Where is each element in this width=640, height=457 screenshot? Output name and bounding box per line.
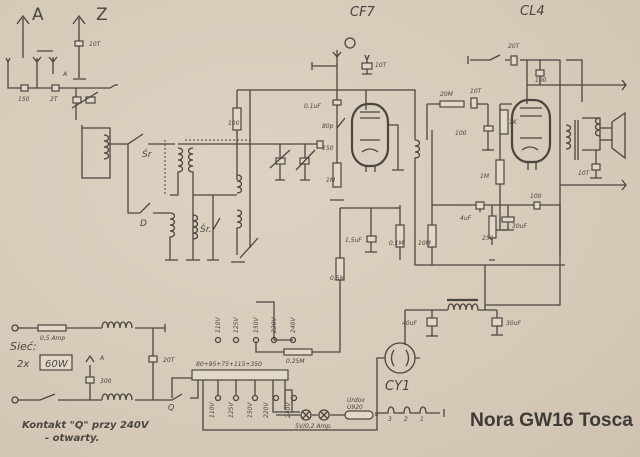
antenna-z-label: Z	[96, 5, 108, 25]
cap-label: 100	[535, 77, 547, 84]
cap-label: 80p	[322, 123, 334, 130]
urdox-type-label: U920	[347, 404, 363, 411]
filament-label: 2	[404, 416, 408, 423]
lower-voltage-taps: 110V 125V 150V 220V 240V	[209, 402, 292, 418]
antenna-section	[5, 14, 118, 120]
tube-cl4-label: CL4	[520, 4, 545, 19]
antenna-a-label: A	[32, 5, 44, 25]
cap-label: 30uF	[512, 223, 527, 230]
tap-label: 220V	[263, 402, 270, 418]
resistor-label: 0,5M	[330, 275, 346, 282]
cap-label: 10T	[578, 170, 591, 177]
tap-label: 150V	[247, 402, 254, 418]
tap-label: 110V	[215, 317, 222, 333]
cap-label: 150	[322, 145, 334, 152]
resistor-label: 1M	[326, 177, 336, 184]
resistor-label: 20M	[440, 91, 454, 98]
cap-label: 300	[100, 378, 112, 385]
tap-label: 240V	[285, 402, 292, 418]
cap-label: 10T	[375, 62, 388, 69]
cap-label: 1,5uF	[345, 237, 362, 244]
cap-label: 10T	[89, 41, 102, 48]
cap-label: 2T	[50, 96, 59, 103]
tap-label: 125V	[233, 317, 240, 333]
resistor-label: 250	[482, 235, 494, 242]
rectifier-section	[202, 265, 503, 431]
upper-voltage-taps: 110V 125V 150V 220V 240V	[215, 317, 297, 333]
resistor-label: 0,1M	[389, 240, 405, 247]
cap-label: 40uF	[402, 320, 417, 327]
tap-label: 220V	[271, 317, 278, 333]
tap-label: 125V	[228, 402, 235, 418]
contact-q-label: Q	[168, 403, 174, 412]
filament-label: 3	[388, 416, 392, 423]
cf7-stage	[237, 37, 416, 300]
cap-label: 30uF	[506, 320, 521, 327]
switch-label: Śr	[142, 148, 153, 160]
tap-chain-label: 80+95+75+115+350	[196, 361, 262, 368]
mark-label: A	[99, 355, 104, 362]
tap-label: 150V	[253, 317, 260, 333]
tap-label: 240V	[290, 317, 297, 333]
cap-label: 20T	[163, 357, 176, 364]
filament-label: 1	[420, 416, 424, 423]
tube-cf7-label: CF7	[350, 5, 376, 20]
model-title: Nora GW16 Tosca	[470, 410, 633, 431]
fuse-label: 0,5 Amp	[40, 335, 65, 342]
mains-label: Sieć:	[10, 340, 37, 353]
tap-label: 110V	[209, 402, 216, 418]
power-supply	[11, 300, 378, 421]
switch-label: D	[140, 219, 147, 229]
cap-label: 10T	[470, 88, 483, 95]
tube-cy1-label: CY1	[385, 379, 410, 394]
resistor-label: 0,25M	[286, 358, 305, 365]
resistor-label: 1M	[480, 173, 490, 180]
cap-label: 100	[455, 130, 467, 137]
lamp-power-label: 60W	[45, 359, 69, 370]
cap-label: 100	[530, 193, 542, 200]
resistor-label-10m: 10M	[418, 240, 432, 247]
cap-label: 0,1uF	[304, 103, 321, 110]
urdox-label: Urdox	[347, 397, 365, 404]
note-line-2: - otwarty.	[45, 433, 99, 444]
cap-label: 20T	[508, 43, 521, 50]
lamp-count-label: 2x	[17, 359, 29, 370]
pilot-lamps-label: 5V/0,2 Amp.	[295, 423, 332, 430]
input-coils	[81, 90, 320, 263]
cap-label: 4uF	[460, 215, 472, 222]
resistor-label: 100	[228, 120, 240, 127]
mark-label: A	[62, 71, 67, 78]
cap-label: 150	[18, 96, 30, 103]
resistor-label: 1K	[509, 119, 518, 126]
switch-label: Śr.	[200, 223, 211, 235]
note-line-1: Kontakt "Q" przy 240V	[22, 420, 150, 431]
cl4-stage	[414, 54, 627, 306]
